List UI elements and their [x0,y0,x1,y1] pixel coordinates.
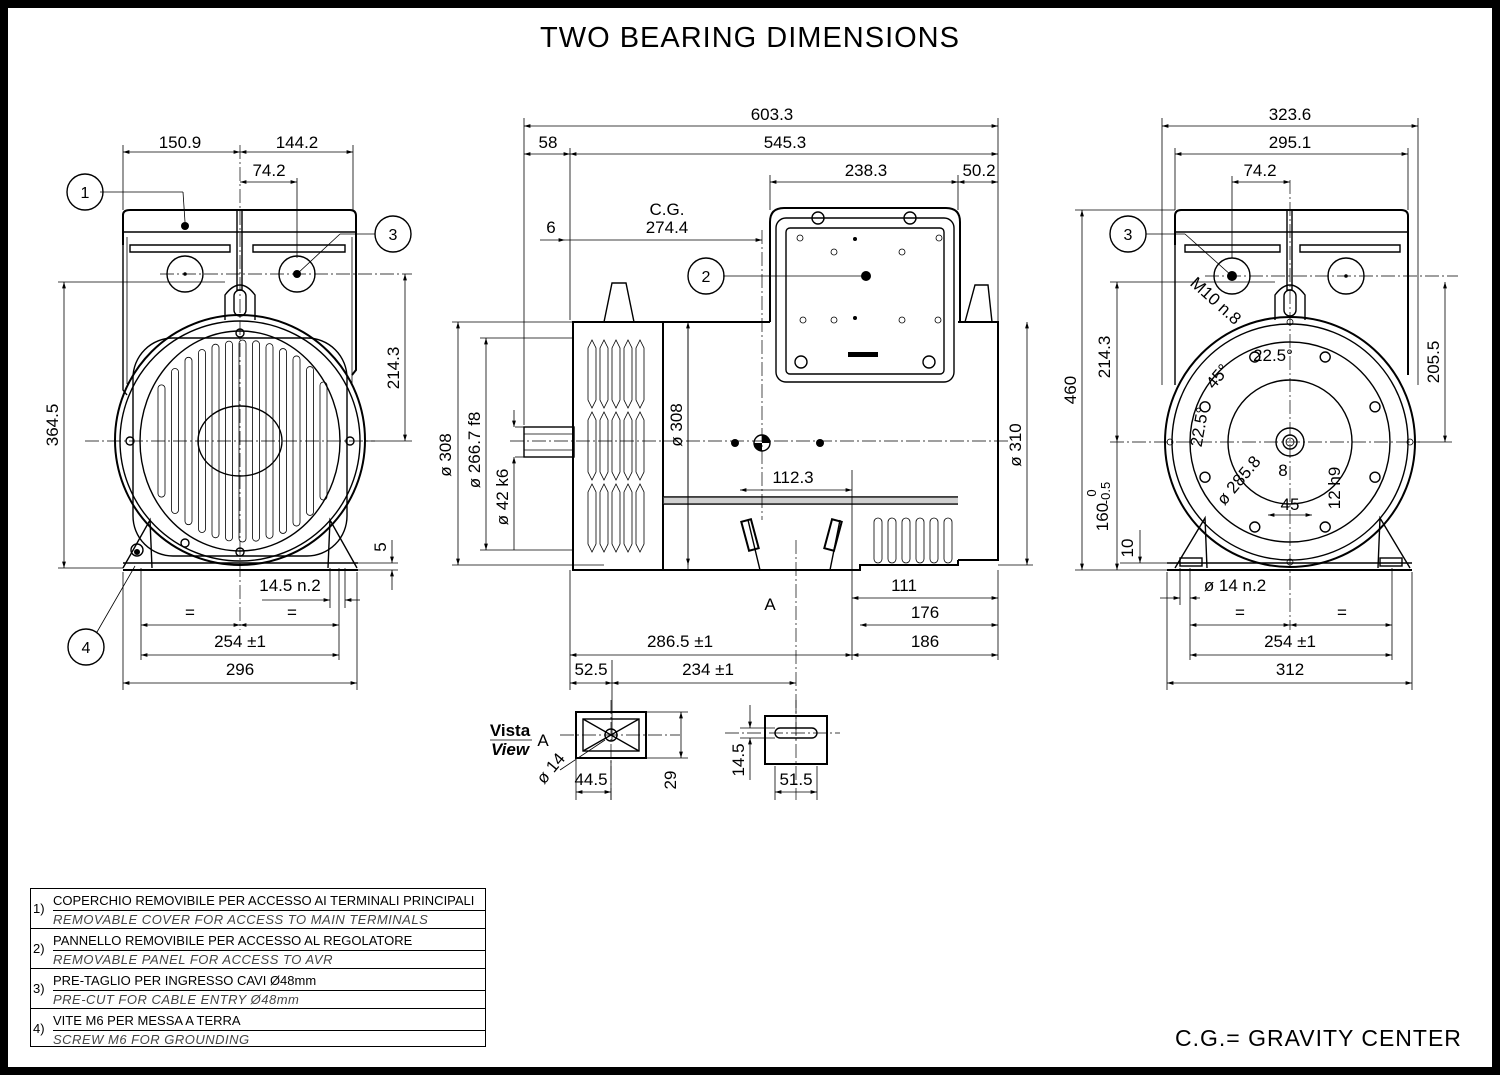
legend-table: 1) COPERCHIO REMOVIBILE PER ACCESSO AI T… [30,888,486,1047]
legend-text-it: PRE-TAGLIO PER INGRESSO CAVI Ø48mm [53,971,485,991]
legend-text-it: VITE M6 PER MESSA A TERRA [53,1011,485,1031]
legend-text-en: REMOVABLE PANEL FOR ACCESS TO AVR [53,952,333,967]
dim-44-5: 44.5 [574,770,607,789]
label-cg: C.G. [650,200,685,219]
dim-74-2-rear: 74.2 [1243,161,1276,180]
side-view: 603.3 58 545.3 238.3 50.2 C.G. 274.4 6 ø… [436,105,1033,740]
dim-52-5: 52.5 [574,660,607,679]
dim-603-3: 603.3 [751,105,794,124]
dim-205-5: 205.5 [1424,341,1443,384]
callout-3-front: 3 [389,227,398,244]
dim-29: 29 [661,771,680,790]
dim-112-3: 112.3 [772,468,813,487]
dim-111: 111 [891,576,917,595]
dim-dia-14-n2: ø 14 n.2 [1204,576,1266,595]
legend-row: 4) VITE M6 PER MESSA A TERRA SCREW M6 FO… [31,1009,485,1048]
dim-144-2: 144.2 [276,133,319,152]
rear-bolts [1166,318,1414,566]
tol-lower: -0.5 [1098,482,1113,504]
dim-545-3: 545.3 [764,133,807,152]
dim-dia-285-8: ø 285.8 [1213,452,1265,508]
dim-equal-left-rear: = [1235,603,1245,622]
legend-text-it: PANNELLO REMOVIBILE PER ACCESSO AL REGOL… [53,931,485,951]
legend-text-en: PRE-CUT FOR CABLE ENTRY Ø48mm [53,992,300,1007]
dim-dia-42: ø 42 k6 [493,469,512,526]
drawing-title: TWO BEARING DIMENSIONS [540,22,960,54]
dim-6: 6 [546,218,555,237]
dim-14-5-n2: 14.5 n.2 [259,576,320,595]
dim-equal-right-rear: = [1337,603,1347,622]
view-a: Vista View A ø 14 44.5 29 [490,700,840,800]
rear-view: 323.6 295.1 74.2 460 214.3 205.5 M10 n.8… [1061,105,1458,690]
callout-3-rear: 3 [1124,227,1133,244]
dim-234: 234 ±1 [682,660,734,679]
dim-12-h9: 12 h9 [1325,467,1344,510]
dim-254-rear: 254 ±1 [1264,632,1316,651]
view-a-letter: A [537,731,549,750]
legend-text-en: SCREW M6 FOR GROUNDING [53,1032,250,1047]
front-view: 150.9 144.2 74.2 364.5 214.3 5 14.5 n.2 [43,133,412,690]
legend-text-en: REMOVABLE COVER FOR ACCESS TO MAIN TERMI… [53,912,429,927]
dim-45: 45 [1281,495,1300,514]
dim-323-6: 323.6 [1269,105,1312,124]
dim-295-1: 295.1 [1269,133,1312,152]
dim-dia-266-7: ø 266.7 f8 [465,412,484,489]
tol-upper: 0 [1084,489,1099,496]
dim-58: 58 [539,133,558,152]
dim-186: 186 [911,632,939,651]
dim-274-4: 274.4 [646,218,689,237]
dim-214-3-front: 214.3 [384,347,403,390]
dim-dia-308-left: ø 308 [436,433,455,476]
dim-296: 296 [226,660,254,679]
legend-text-it: COPERCHIO REMOVIBILE PER ACCESSO AI TERM… [53,891,485,911]
callout-1-front: 1 [81,185,90,202]
dim-150-9: 150.9 [159,133,202,152]
dim-50-2: 50.2 [962,161,995,180]
legend-row: 2) PANNELLO REMOVIBILE PER ACCESSO AL RE… [31,929,485,969]
dim-equal-right: = [287,603,297,622]
dim-286-5: 286.5 ±1 [647,632,713,651]
dim-5: 5 [371,542,390,551]
dim-460: 460 [1061,376,1080,404]
dim-dia-310: ø 310 [1006,423,1025,466]
view-a-arrow-label: A [764,595,776,614]
dim-74-2-front: 74.2 [252,161,285,180]
callout-4-front: 4 [82,640,91,657]
dim-238-3: 238.3 [845,161,888,180]
label-m10-n8: M10 n.8 [1186,273,1244,328]
dim-160: 160 [1093,503,1112,531]
legend-number: 2) [33,941,45,956]
rear-fins [873,517,953,564]
dim-8: 8 [1278,461,1287,480]
legend-number: 1) [33,901,45,916]
dim-10: 10 [1118,539,1137,558]
dim-dia-308-mid: ø 308 [667,403,686,446]
dim-312: 312 [1276,660,1304,679]
callout-2-side: 2 [702,269,711,286]
dim-14-5-view-a: 14.5 [729,743,748,776]
legend-number: 3) [33,981,45,996]
view-a-label-it: Vista [490,721,531,740]
dim-176: 176 [911,603,939,622]
dim-dia-14-view-a: ø 14 [533,749,569,787]
drawing-sheet [8,8,1492,1067]
dim-254-front: 254 ±1 [214,632,266,651]
dim-364-5: 364.5 [43,404,62,447]
angle-22-5-top: 22.5° [1253,346,1293,365]
legend-number: 4) [33,1021,45,1036]
view-a-label-en: View [491,740,531,759]
legend-row: 3) PRE-TAGLIO PER INGRESSO CAVI Ø48mm PR… [31,969,485,1009]
gravity-center-note: C.G.= GRAVITY CENTER [1175,1025,1462,1051]
dim-214-3-rear: 214.3 [1095,336,1114,379]
angle-45: 45° [1202,361,1233,393]
dim-51-5: 51.5 [779,770,812,789]
dim-equal-left: = [185,603,195,622]
fan-slots [587,339,645,553]
legend-row: 1) COPERCHIO REMOVIBILE PER ACCESSO AI T… [31,889,485,929]
